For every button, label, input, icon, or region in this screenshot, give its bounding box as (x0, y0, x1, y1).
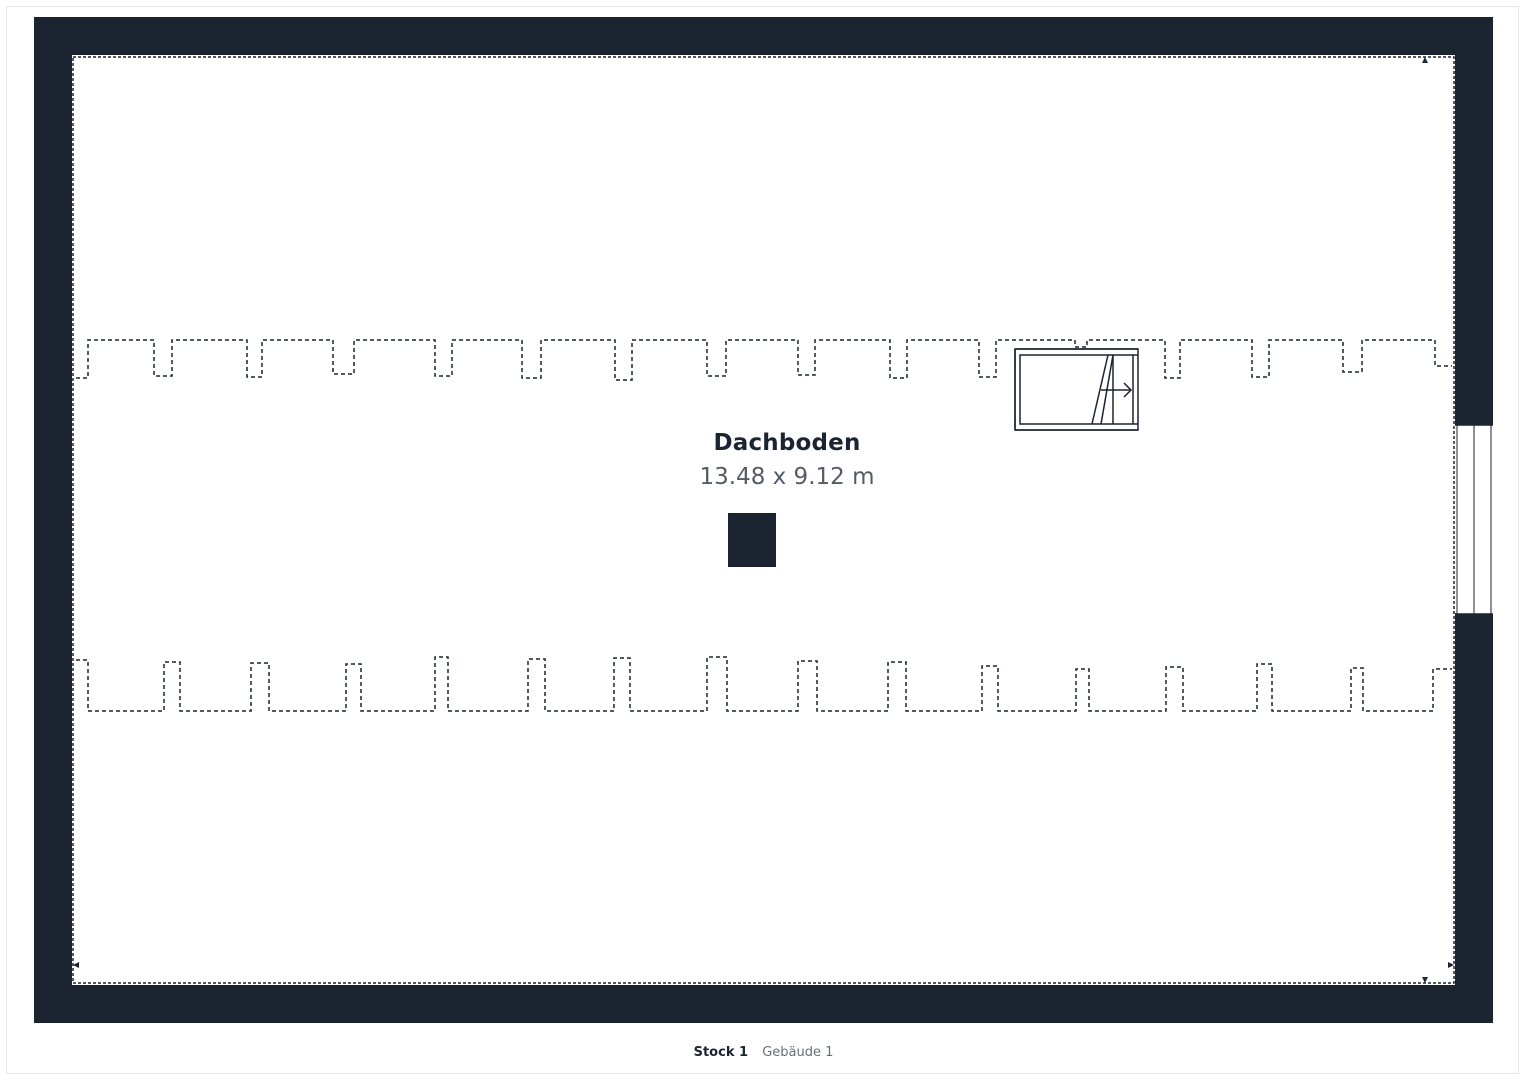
room-name: Dachboden (713, 430, 861, 456)
room-dimensions: 13.48 x 9.12 m (699, 464, 875, 490)
floor-label: Stock 1 (693, 1045, 749, 1060)
roof-outline (72, 56, 1455, 984)
sheet-border (6, 6, 1519, 1074)
stairs-icon[interactable] (1014, 348, 1139, 431)
window-icon[interactable] (1455, 424, 1493, 615)
corner-markers (73, 57, 1454, 983)
lower-rafter-line (76, 656, 1452, 712)
footer: Stock 1 Gebäude 1 (0, 1045, 1527, 1060)
chimney-block (728, 513, 776, 567)
upper-rafter-line (76, 339, 1452, 381)
building-label: Gebäude 1 (762, 1045, 834, 1060)
